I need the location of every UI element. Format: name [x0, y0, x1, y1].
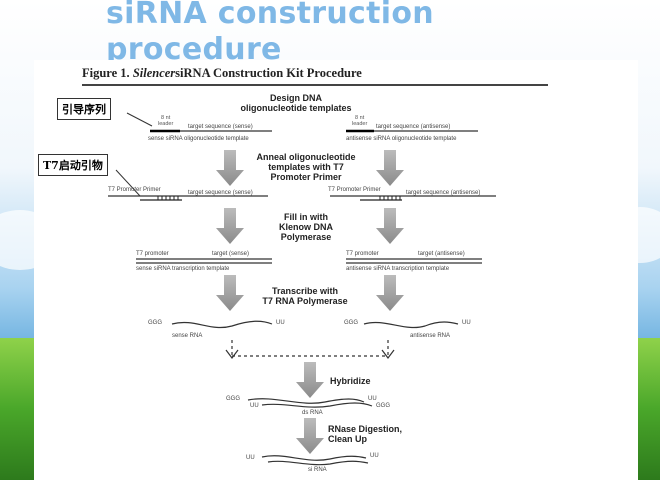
sense-template-label: sense siRNA oligonucleotide template [148, 136, 249, 142]
antisense-template-label: antisense siRNA oligonucleotide template [346, 136, 457, 142]
leader-right-line2: leader [352, 121, 368, 127]
figure-caption: Figure 1. SilencersiRNA Construction Kit… [82, 66, 362, 81]
step-anneal: Anneal oligonucleotide templates with T7… [246, 152, 366, 182]
merge-bracket [231, 340, 389, 357]
si-rna-label: si RNA [308, 467, 327, 473]
t7-primer-right-label: T7 Promoter Primer [328, 187, 381, 193]
ds-ggg-bottom-label: GGG [376, 403, 391, 409]
target-antisense-row2-label: target sequence (antisense) [406, 190, 481, 196]
ds-uu-top-label: UU [368, 396, 377, 402]
ds-rna-bottom [261, 402, 373, 408]
sense-rna-label: sense RNA [172, 333, 203, 339]
annotation-t7-promoter: T7启动引物 [38, 154, 108, 176]
step-design-line2: oligonucleotide templates [240, 103, 352, 113]
t7-promoter-right-label: T7 promoter [346, 251, 379, 257]
uu-left-label: UU [276, 320, 285, 326]
step-anneal-line2: templates with T7 [268, 162, 344, 172]
si-uu-bottom-label: UU [370, 453, 379, 459]
figure-label: Figure 1. [82, 66, 130, 80]
figure-title-rest: siRNA Construction Kit Procedure [175, 66, 362, 80]
target-sense-row2-label: target sequence (sense) [188, 190, 253, 196]
figure-title-italic: Silencer [132, 66, 176, 80]
step-transcribe: Transcribe with T7 RNA Polymerase [250, 286, 360, 306]
sense-transcription-label: sense siRNA transcription template [136, 266, 230, 272]
step-fill-line3: Polymerase [280, 232, 332, 242]
ds-rna-top [247, 398, 365, 404]
step-transcribe-line1: Transcribe with [271, 286, 339, 296]
ggg-left-label: GGG [148, 320, 163, 326]
sense-transcription-template [136, 258, 272, 264]
caption-rule [82, 84, 548, 86]
step-rnase: RNase Digestion, Clean Up [328, 424, 402, 444]
target-sense-short-label: target (sense) [212, 251, 250, 257]
step-fill: Fill in with Klenow DNA Polymerase [266, 212, 346, 242]
step-fill-line1: Fill in with [284, 212, 328, 222]
leader-left-line1: 8 nt [161, 115, 171, 121]
si-uu-top-label: UU [246, 455, 255, 461]
antisense-rna-strand [363, 321, 459, 329]
leader-left-label: 8 nt leader [158, 115, 173, 127]
leader-left-line2: leader [158, 121, 174, 127]
figure-panel [34, 60, 638, 480]
leader-right-label: 8 nt leader [352, 115, 367, 127]
target-antisense-short-label: target (antisense) [418, 251, 465, 257]
antisense-primer-annealed [330, 195, 496, 201]
ggg-right-label: GGG [344, 320, 359, 326]
annotation-guide-sequence: 引导序列 [57, 98, 111, 120]
step-anneal-line3: Promoter Primer [270, 172, 342, 182]
si-rna-top [261, 455, 367, 461]
step-fill-line2: Klenow DNA [279, 222, 333, 232]
si-rna-bottom [267, 460, 369, 466]
antisense-transcription-label: antisense siRNA transcription template [346, 266, 450, 272]
step-transcribe-line2: T7 RNA Polymerase [262, 296, 348, 306]
step-design: Design DNA oligonucleotide templates [226, 93, 366, 113]
uu-right-label: UU [462, 320, 471, 326]
step-design-line1: Design DNA [269, 93, 322, 103]
step-hybridize: Hybridize [330, 376, 371, 386]
antisense-rna-label: antisense RNA [410, 333, 451, 339]
ds-ggg-top-label: GGG [226, 396, 241, 402]
sense-rna-strand [171, 320, 273, 329]
sense-primer-annealed [108, 195, 268, 201]
ds-uu-bottom-label: UU [250, 403, 259, 409]
antisense-transcription-template [346, 258, 482, 264]
t7-promoter-left-label: T7 promoter [136, 251, 169, 257]
target-sense-label: target sequence (sense) [188, 124, 253, 130]
ds-rna-label: ds RNA [302, 410, 323, 416]
target-antisense-label: target sequence (antisense) [376, 124, 451, 130]
leader-right-line1: 8 nt [355, 115, 365, 121]
step-anneal-line1: Anneal oligonucleotide [256, 152, 356, 162]
step-rnase-line1: RNase Digestion, [328, 424, 403, 434]
slide-title-line1: siRNA construction [106, 0, 434, 31]
step-rnase-line2: Clean Up [328, 434, 368, 444]
